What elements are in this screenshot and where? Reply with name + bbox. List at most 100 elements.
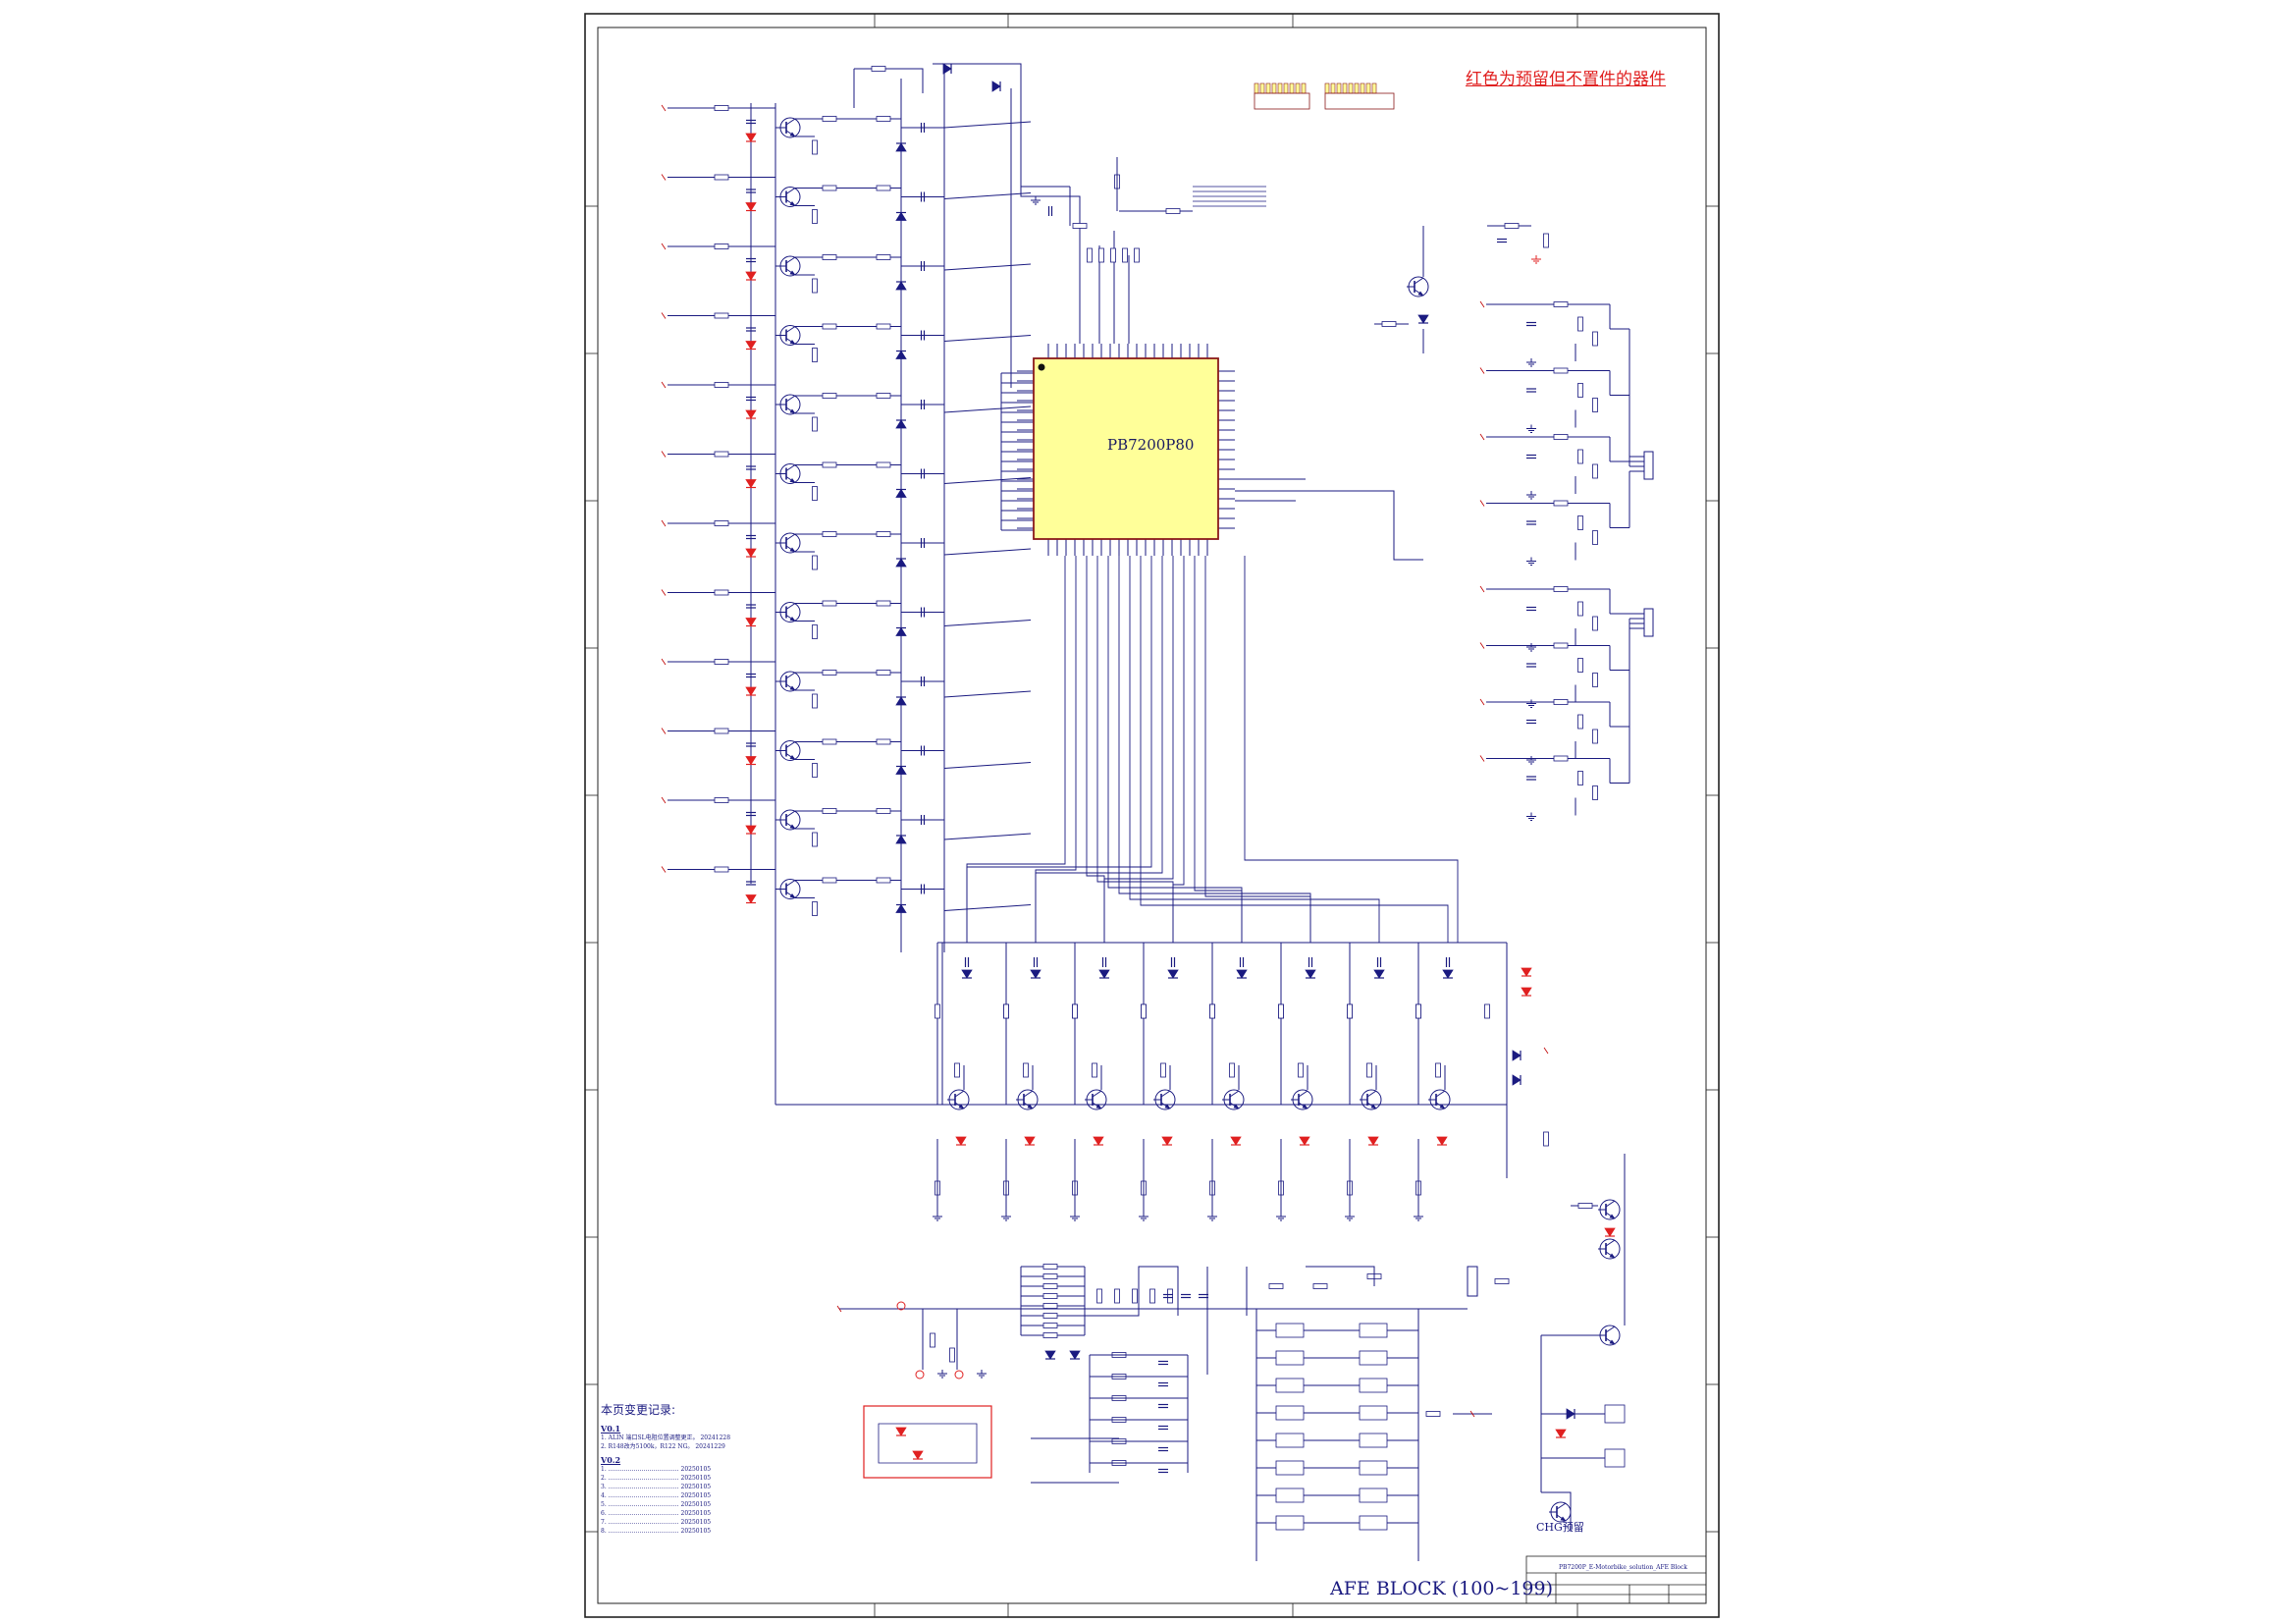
mosfet	[1604, 1404, 1626, 1424]
resistor	[1167, 1288, 1173, 1304]
pin-header	[1259, 82, 1265, 94]
mosfet	[1275, 1515, 1305, 1531]
transistor	[1605, 1200, 1616, 1208]
diode	[1161, 1136, 1173, 1146]
mosfet	[1359, 1488, 1388, 1503]
resistor	[822, 116, 837, 122]
diode	[745, 479, 757, 489]
bus-wire	[1103, 556, 1174, 943]
diode	[745, 825, 757, 835]
transistor	[1605, 1239, 1616, 1247]
resistor	[1229, 1062, 1235, 1078]
diode	[1044, 1350, 1056, 1360]
resistor	[1553, 434, 1569, 440]
resistor	[1149, 1288, 1155, 1304]
bus-wire	[966, 556, 1066, 943]
transistor	[789, 200, 796, 206]
transistor	[785, 741, 796, 748]
resistor	[714, 105, 729, 111]
resistor	[1165, 208, 1181, 214]
pin-header	[1371, 82, 1377, 94]
transistor	[789, 754, 796, 760]
chip-pin	[1235, 478, 1423, 561]
resistor	[1132, 1288, 1138, 1304]
diode	[1436, 1136, 1448, 1146]
change-log-header: 本页变更记录:	[601, 1403, 676, 1417]
bus-wire	[775, 943, 943, 1106]
reserved-parts-note: 红色为预留但不置件的器件	[1466, 70, 1666, 89]
wire	[943, 904, 1032, 911]
transistor	[1370, 1104, 1377, 1109]
pin-header	[1254, 92, 1310, 110]
label-mark	[661, 658, 667, 666]
resistor	[1577, 601, 1583, 617]
diode	[895, 350, 907, 359]
resistor	[876, 116, 891, 122]
resistor	[812, 486, 818, 501]
transistor	[1609, 1339, 1616, 1345]
mosfet	[1275, 1460, 1305, 1476]
label-mark	[1479, 642, 1485, 649]
wire	[943, 690, 1032, 698]
resistor	[1042, 1332, 1058, 1338]
resistor	[1415, 1003, 1421, 1019]
label-mark	[1479, 367, 1485, 374]
resistor	[1072, 1003, 1078, 1019]
resistor	[822, 393, 837, 399]
bus-wire	[1172, 556, 1185, 943]
pin-header	[1289, 82, 1295, 94]
bus-wire	[1140, 556, 1449, 943]
resistor	[1347, 1003, 1353, 1019]
label-mark	[661, 451, 667, 458]
resistor	[871, 66, 886, 72]
resistor	[714, 312, 729, 319]
resistor	[1553, 301, 1569, 307]
diode	[1069, 1350, 1081, 1360]
transistor	[789, 824, 796, 830]
label-mark	[661, 312, 667, 319]
resistor	[1504, 223, 1520, 229]
mosfet	[1275, 1378, 1305, 1393]
resistor	[876, 738, 891, 745]
resistor	[1098, 247, 1104, 263]
diode	[1299, 1136, 1310, 1146]
diode	[1512, 1050, 1522, 1061]
resistor	[1160, 1062, 1166, 1078]
resistor	[1592, 729, 1598, 744]
resistor	[1577, 515, 1583, 530]
resistor	[812, 624, 818, 639]
transistor	[785, 880, 796, 887]
title-block	[1525, 1555, 1707, 1604]
resistor	[812, 416, 818, 432]
diode	[895, 765, 907, 775]
diode	[745, 133, 757, 142]
change-log-line: 2. R148改为5100k，R122 NG。 20241229	[601, 1443, 725, 1450]
transistor	[785, 533, 796, 541]
diode	[895, 488, 907, 498]
resistor	[1268, 1283, 1284, 1289]
sheet-border	[584, 13, 1720, 1618]
resistor	[822, 670, 837, 676]
resistor	[1553, 699, 1569, 705]
resistor	[1577, 658, 1583, 673]
diode	[1093, 1136, 1104, 1146]
transistor	[785, 256, 796, 264]
resistor	[812, 763, 818, 778]
diode	[1521, 987, 1532, 997]
diode	[895, 626, 907, 636]
reserved-box	[863, 1405, 992, 1479]
transistor	[1023, 1090, 1034, 1098]
label-mark	[1479, 500, 1485, 507]
resistor	[876, 461, 891, 468]
transistor	[789, 685, 796, 691]
resistor	[1114, 1288, 1120, 1304]
resistor	[822, 600, 837, 607]
mosfet	[1275, 1323, 1305, 1338]
chg-reserved-label: CHG预留	[1536, 1521, 1584, 1534]
resistor	[812, 832, 818, 847]
label-mark	[1479, 755, 1485, 762]
label-mark	[661, 796, 667, 804]
transistor	[1605, 1325, 1616, 1333]
diode	[895, 419, 907, 429]
